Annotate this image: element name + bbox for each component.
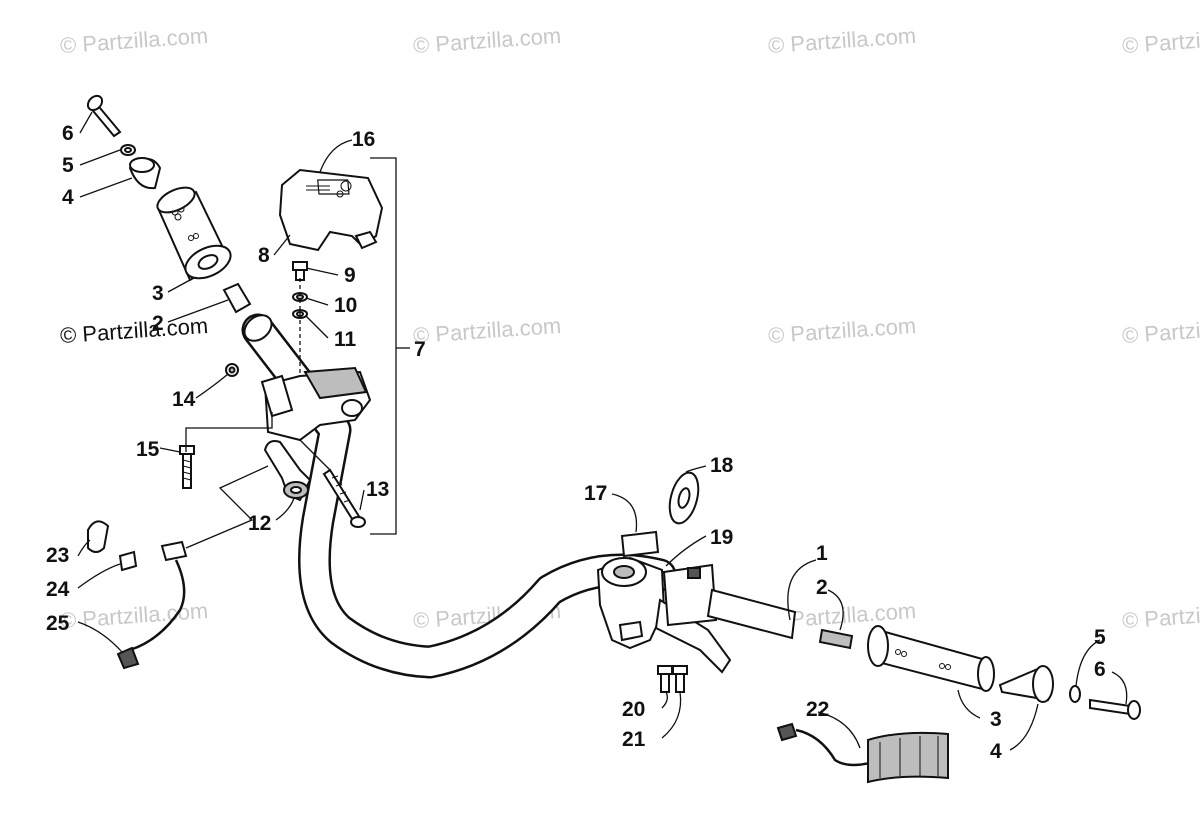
right-bar-end	[998, 665, 1054, 703]
screw-20	[657, 665, 673, 693]
callout-18: 18	[710, 454, 734, 477]
callout-3-right: 3	[990, 708, 1002, 731]
callout-25: 25	[46, 612, 70, 635]
screw-9	[292, 261, 308, 281]
callout-6-right: 6	[1094, 658, 1106, 681]
callout-17: 17	[584, 482, 607, 505]
left-bar-end	[128, 157, 162, 190]
left-washer	[120, 144, 136, 156]
nut-14	[225, 363, 239, 377]
leader-lines	[77, 111, 1128, 751]
callout-4: 4	[62, 186, 74, 209]
harness-22	[776, 722, 949, 784]
callout-5-right: 5	[1094, 626, 1106, 649]
callout-3: 3	[152, 282, 164, 305]
throttle-cover	[278, 168, 384, 252]
callout-15: 15	[136, 438, 160, 461]
callout-4-right: 4	[990, 740, 1002, 763]
screw-21	[672, 665, 688, 693]
throttle-housing	[260, 366, 372, 442]
callout-6: 6	[62, 122, 74, 145]
callout-14: 14	[172, 388, 196, 411]
left-screw	[86, 94, 122, 138]
callout-20: 20	[622, 698, 645, 721]
callout-21: 21	[622, 728, 646, 751]
callout-16: 16	[352, 128, 375, 151]
washer-18	[668, 471, 700, 525]
left-grip	[156, 186, 232, 282]
callout-10: 10	[334, 294, 357, 317]
right-grip	[867, 625, 995, 692]
right-washer	[1069, 685, 1081, 703]
callout-11: 11	[334, 328, 357, 351]
right-grip-insert	[818, 628, 854, 650]
right-bar-extension	[706, 588, 797, 640]
handlebar	[241, 313, 677, 679]
callout-labels: 6 5 4 3 2 16 8 9 10 11 7 14 15 13 12 23 …	[46, 122, 1106, 763]
screw-13	[322, 468, 366, 528]
callout-22: 22	[806, 698, 829, 721]
callout-9: 9	[344, 264, 356, 287]
left-grip-insert	[222, 282, 252, 314]
callout-8: 8	[258, 244, 270, 267]
screw-15	[179, 445, 195, 489]
switch-24	[118, 550, 138, 572]
boot-23	[87, 520, 110, 553]
callout-13: 13	[366, 478, 389, 501]
callout-2-right: 2	[816, 576, 828, 599]
callout-2: 2	[152, 312, 164, 335]
decal-17	[620, 530, 660, 558]
callout-7: 7	[414, 338, 426, 361]
callout-23: 23	[46, 544, 69, 567]
right-screw	[1089, 698, 1141, 720]
harness-25	[116, 540, 188, 670]
brake-housing	[596, 556, 732, 674]
callout-5: 5	[62, 154, 74, 177]
throttle-lever	[263, 440, 312, 502]
callout-19: 19	[710, 526, 733, 549]
callout-12: 12	[248, 512, 271, 535]
callout-24: 24	[46, 578, 70, 601]
callout-1: 1	[816, 542, 828, 565]
